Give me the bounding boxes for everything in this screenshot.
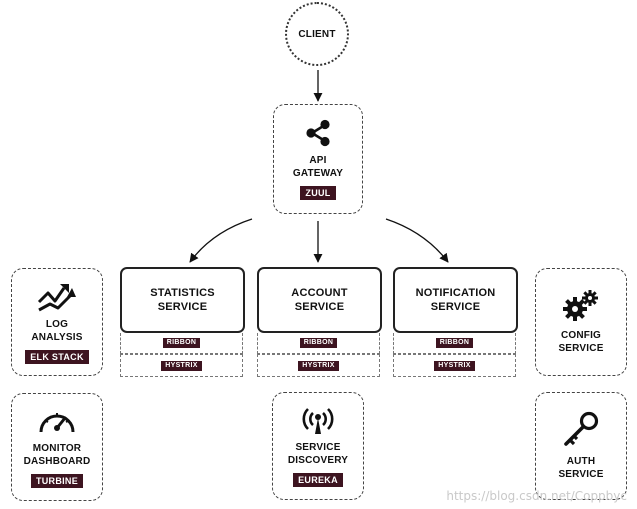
- antenna-icon: [302, 408, 334, 434]
- arrow-gateway-to-notification: [385, 218, 449, 263]
- account-ribbon-row: RIBBON: [257, 333, 380, 354]
- hystrix-tag: HYSTRIX: [434, 360, 475, 371]
- ribbon-tag: RIBBON: [162, 338, 201, 348]
- log-analysis-line1: LOG: [45, 319, 69, 330]
- notification-service-box: NOTIFICATION SERVICE: [393, 267, 518, 333]
- client-node: CLIENT: [285, 2, 349, 66]
- statistics-hystrix-row: HYSTRIX: [120, 354, 243, 377]
- share-icon: [306, 119, 330, 147]
- account-service-box: ACCOUNT SERVICE: [257, 267, 382, 333]
- auth-service-line2: SERVICE: [558, 469, 604, 480]
- hystrix-tag: HYSTRIX: [161, 360, 202, 371]
- monitor-dashboard-line2: DASHBOARD: [23, 456, 91, 467]
- statistics-service-line1: STATISTICS: [150, 287, 215, 299]
- config-service-line1: CONFIG: [560, 330, 602, 341]
- config-service-box: CONFIG SERVICE: [535, 268, 627, 376]
- notification-service-line1: NOTIFICATION: [415, 287, 496, 299]
- account-hystrix-row: HYSTRIX: [257, 354, 380, 377]
- monitor-dashboard-box: MONITOR DASHBOARD TURBINE: [11, 393, 103, 501]
- hystrix-tag: HYSTRIX: [298, 360, 339, 371]
- account-service-line1: ACCOUNT: [291, 287, 348, 299]
- account-service-line2: SERVICE: [294, 301, 345, 313]
- notification-service-line2: SERVICE: [430, 301, 481, 313]
- ribbon-tag: RIBBON: [299, 338, 338, 348]
- auth-service-line1: AUTH: [566, 456, 596, 467]
- key-icon: [564, 411, 599, 446]
- api-gateway-label-line1: API: [309, 155, 327, 166]
- notification-service-group: NOTIFICATION SERVICE RIBBON HYSTRIX: [393, 267, 518, 377]
- client-label: CLIENT: [298, 28, 336, 40]
- log-analysis-box: LOG ANALYSIS ELK STACK: [11, 268, 103, 376]
- arrow-gateway-to-statistics: [189, 218, 253, 263]
- notification-hystrix-row: HYSTRIX: [393, 354, 516, 377]
- account-service-group: ACCOUNT SERVICE RIBBON HYSTRIX: [257, 267, 382, 377]
- trend-chart-icon: [37, 284, 76, 312]
- log-analysis-line2: ANALYSIS: [31, 332, 83, 343]
- watermark-text: https://blog.csdn.net/Coppbyc: [446, 489, 627, 503]
- elk-stack-tag: ELK STACK: [25, 350, 89, 364]
- api-gateway-label-line2: GATEWAY: [292, 168, 344, 179]
- service-discovery-line2: DISCOVERY: [287, 455, 349, 466]
- ribbon-tag: RIBBON: [435, 338, 474, 348]
- service-discovery-box: SERVICE DISCOVERY EUREKA: [272, 392, 364, 500]
- monitor-dashboard-line1: MONITOR: [32, 443, 82, 454]
- zuul-tag: ZUUL: [300, 186, 336, 200]
- statistics-service-box: STATISTICS SERVICE: [120, 267, 245, 333]
- turbine-tag: TURBINE: [30, 474, 84, 488]
- notification-ribbon-row: RIBBON: [393, 333, 516, 354]
- eureka-tag: EUREKA: [293, 473, 343, 487]
- speedometer-icon: [39, 413, 75, 433]
- api-gateway-box: API GATEWAY ZUUL: [273, 104, 363, 214]
- gears-icon: [563, 290, 598, 321]
- statistics-ribbon-row: RIBBON: [120, 333, 243, 354]
- statistics-service-line2: SERVICE: [157, 301, 208, 313]
- service-discovery-line1: SERVICE: [295, 442, 341, 453]
- config-service-line2: SERVICE: [558, 343, 604, 354]
- statistics-service-group: STATISTICS SERVICE RIBBON HYSTRIX: [120, 267, 245, 377]
- auth-service-box: AUTH SERVICE: [535, 392, 627, 500]
